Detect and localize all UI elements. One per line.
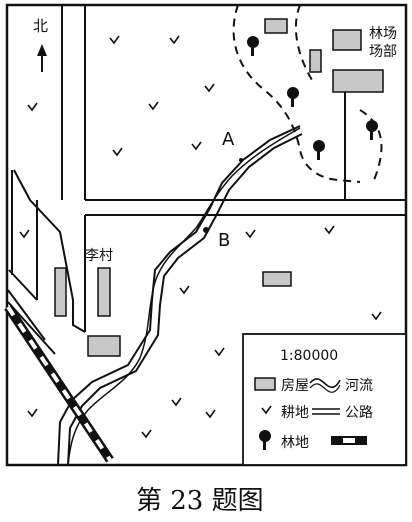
forest-farm-label-line1: 林场	[369, 26, 397, 42]
houses	[54, 18, 384, 357]
railway	[4, 304, 114, 463]
house	[97, 267, 111, 317]
point-a-marker	[239, 158, 243, 162]
figure-caption: 第 23 题图	[136, 486, 264, 516]
legend-box	[242, 333, 407, 466]
grid-road-network	[7, 5, 406, 355]
legend-railway-icon	[331, 436, 367, 445]
tree-icon	[287, 87, 299, 107]
legend-road-label: 公路	[345, 405, 373, 421]
farmland-tick	[112, 147, 123, 157]
legend-river-icon	[309, 378, 341, 389]
house	[264, 18, 288, 34]
point-a-label: A	[222, 129, 235, 150]
legend-forest-icon	[259, 430, 271, 450]
legend-house-label: 房屋	[281, 378, 309, 394]
north-label: 北	[33, 17, 48, 35]
legend-river-icon-2	[309, 383, 341, 393]
house	[332, 29, 362, 51]
village-label: 李村	[85, 248, 113, 264]
legend-farmland-icon	[261, 405, 272, 415]
house	[309, 49, 322, 73]
farmland-tick	[324, 225, 335, 235]
farmland-tick	[179, 285, 190, 295]
farmland-ticks	[19, 35, 382, 439]
farmland-tick	[245, 229, 256, 239]
legend-farmland-label: 耕地	[281, 404, 309, 421]
tree-icon	[313, 140, 325, 160]
highway-ab	[57, 125, 303, 466]
legend: 1:80000 房屋 河流 耕地 公路 林地	[242, 333, 407, 466]
farmland-tick	[371, 311, 382, 321]
house	[332, 69, 384, 93]
farmland-tick	[109, 35, 120, 45]
legend-scale: 1:80000	[280, 348, 338, 364]
forest-trees	[247, 36, 378, 160]
farmland-tick	[171, 397, 182, 407]
point-b-label: B	[218, 230, 230, 251]
legend-house-icon	[254, 377, 276, 391]
north-arrow-icon	[37, 44, 47, 72]
house	[87, 335, 121, 357]
legend-forest-label: 林地	[281, 435, 309, 451]
farmland-tick	[27, 408, 38, 418]
forest-boundary	[232, 4, 383, 183]
point-b-marker	[203, 227, 209, 233]
farmland-tick	[204, 83, 215, 93]
tree-icon	[366, 120, 378, 140]
tree-icon	[247, 36, 259, 56]
farmland-tick	[148, 101, 159, 111]
house	[54, 267, 67, 317]
farmland-tick	[191, 141, 202, 151]
map-frame	[5, 3, 408, 467]
house	[262, 271, 292, 287]
river	[67, 127, 301, 466]
farmland-tick	[169, 35, 180, 45]
farmland-tick	[141, 429, 152, 439]
farmland-tick	[205, 409, 216, 419]
farmland-tick	[19, 229, 30, 239]
forest-farm-label-line2: 场部	[369, 44, 397, 60]
legend-river-label: 河流	[345, 378, 373, 394]
farmland-tick	[27, 102, 38, 112]
farmland-tick	[214, 347, 225, 357]
